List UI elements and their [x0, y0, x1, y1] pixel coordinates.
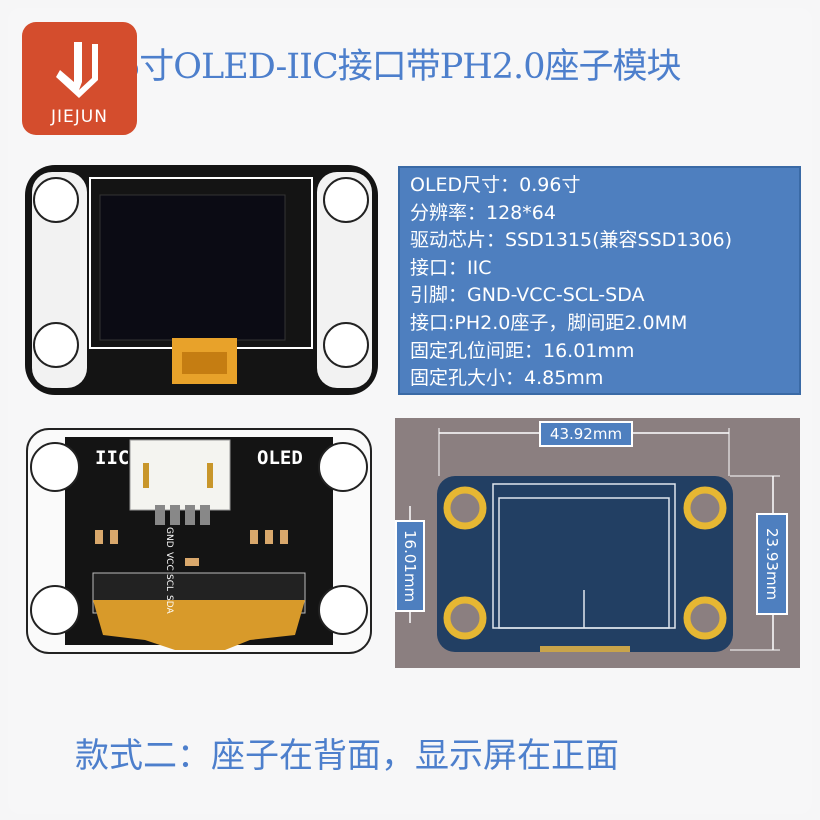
hole-spacing-dimension-label: 16.01mm	[395, 520, 425, 612]
height-dimension-label: 23.93mm	[756, 513, 788, 615]
page-title: 6寸OLED-IIC接口带PH2.0座子模块	[118, 47, 681, 87]
spec-hole-spacing: 固定孔位间距：16.01mm	[410, 339, 635, 362]
spec-hole-size: 固定孔大小：4.85mm	[410, 367, 604, 390]
j-logo-icon	[56, 42, 98, 98]
iic-silkscreen: IIC	[95, 447, 130, 469]
oled-silkscreen: OLED	[257, 447, 303, 469]
caption: 款式二：座子在背面，显示屏在正面	[75, 736, 619, 776]
pin-gnd: GND	[164, 527, 174, 548]
dimension-drawing: 43.92mm 16.01mm 23.93mm	[395, 418, 800, 668]
logo-text: JIEJUN	[51, 107, 108, 127]
width-dimension-label: 43.92mm	[539, 421, 633, 447]
spec-driver: 驱动芯片：SSD1315(兼容SSD1306)	[410, 229, 733, 252]
spec-connector: 接口:PH2.0座子，脚间距2.0MM	[410, 311, 688, 334]
pin-scl: SCL	[164, 574, 174, 592]
spec-interface: 接口：IIC	[410, 256, 492, 279]
spec-box: OLED尺寸：0.96寸 分辨率：128*64 驱动芯片：SSD1315(兼容S…	[398, 166, 801, 395]
oled-module-front-photo	[25, 165, 378, 395]
pin-vcc: VCC	[164, 551, 174, 571]
spec-size: OLED尺寸：0.96寸	[410, 174, 581, 196]
spec-resolution: 分辨率：128*64	[410, 201, 556, 224]
spec-pins: 引脚：GND-VCC-SCL-SDA	[410, 284, 645, 307]
pin-sda: SDA	[164, 595, 174, 615]
oled-module-back-photo: IIC OLED GND VCC SCL SDA	[25, 425, 373, 657]
brand-logo: JIEJUN	[22, 22, 137, 135]
product-card	[8, 8, 812, 814]
